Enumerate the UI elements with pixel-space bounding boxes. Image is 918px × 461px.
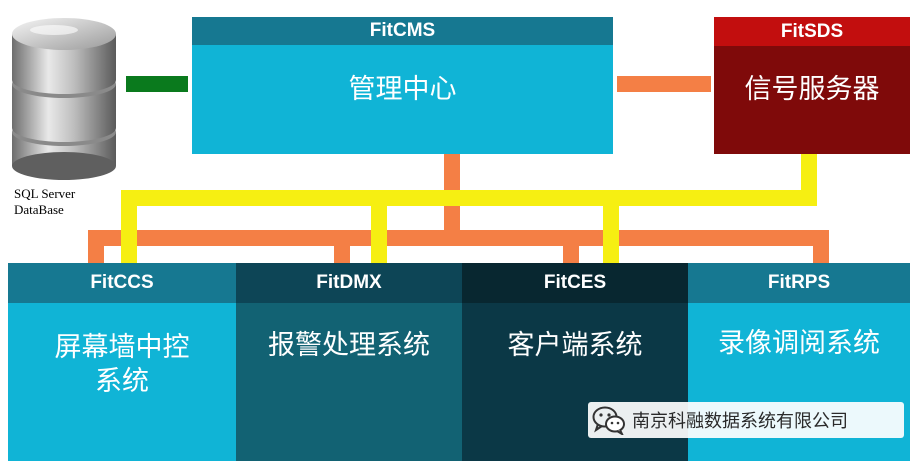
module-dmx: FitDMX 报警处理系统	[236, 263, 462, 461]
database-label: SQL Server DataBase	[14, 186, 124, 218]
sds-label: 信号服务器	[744, 74, 880, 105]
sds-header: FitSDS	[714, 17, 910, 46]
cms-box: FitCMS 管理中心	[192, 17, 613, 154]
cms-sds-connector	[617, 76, 711, 92]
module-ccs-label-line2: 系统	[95, 366, 149, 397]
module-rps-header: FitRPS	[688, 263, 910, 303]
cms-label: 管理中心	[348, 74, 457, 105]
module-ccs-header: FitCCS	[8, 263, 236, 303]
cms-header: FitCMS	[192, 17, 613, 45]
cms-name: FitCMS	[369, 20, 436, 41]
database-label-line1: SQL Server	[14, 186, 76, 201]
database-cylinder-icon	[12, 18, 116, 180]
wechat-icon	[592, 406, 625, 435]
sds-name: FitSDS	[780, 20, 844, 42]
module-dmx-name: FitDMX	[316, 272, 382, 293]
yellow-drop-ccs	[121, 190, 137, 263]
database-node	[8, 4, 120, 186]
module-ccs-label-line1: 屏幕墙中控	[54, 332, 190, 363]
watermark-text: 南京科融数据系统有限公司	[632, 411, 848, 432]
module-rps-name: FitRPS	[767, 272, 831, 293]
db-cms-connector	[126, 76, 188, 92]
watermark: 南京科融数据系统有限公司	[588, 402, 904, 438]
yellow-drop-dmx	[371, 190, 387, 263]
module-dmx-header: FitDMX	[236, 263, 462, 303]
module-ccs: FitCCS 屏幕墙中控 系统	[8, 263, 236, 461]
yellow-drop-ces	[603, 190, 619, 263]
module-rps-label-line1: 录像调阅系统	[718, 328, 880, 359]
orange-drop-ccs	[88, 230, 104, 263]
module-ccs-name: FitCCS	[90, 272, 154, 293]
orange-drop-rps	[813, 230, 829, 263]
database-label-line2: DataBase	[14, 202, 64, 217]
yellow-bus-horizontal	[121, 190, 817, 206]
module-ces-header: FitCES	[462, 263, 688, 303]
module-ces-label-line1: 客户端系统	[507, 330, 643, 361]
sds-box: FitSDS 信号服务器	[714, 17, 910, 154]
orange-bus-horizontal	[88, 230, 829, 246]
orange-drop-ces	[563, 230, 579, 263]
module-ces-name: FitCES	[543, 272, 607, 293]
orange-drop-dmx	[334, 230, 350, 263]
module-dmx-label-line1: 报警处理系统	[268, 330, 430, 361]
